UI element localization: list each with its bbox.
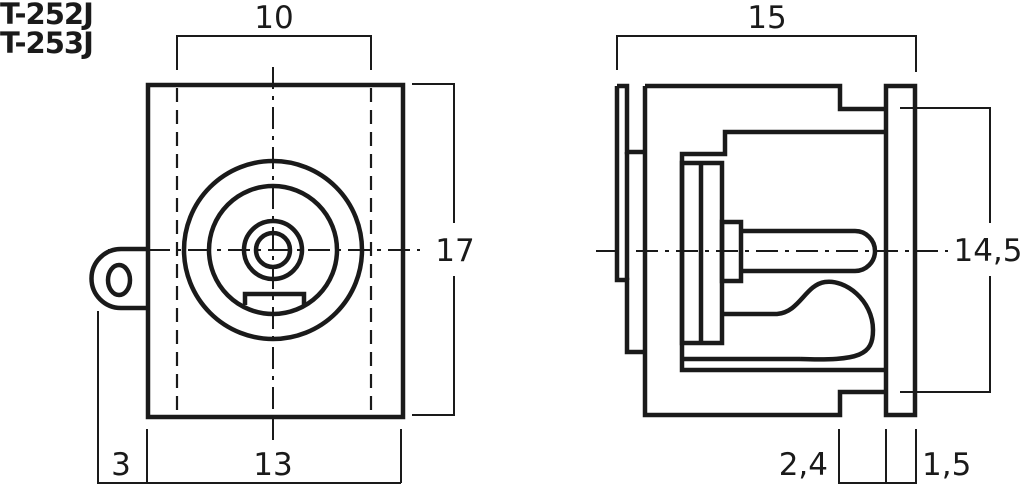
model-label-2: T-253J — [0, 26, 94, 60]
dim-label-top-width: 10 — [254, 0, 293, 36]
dim-line-height-lower — [412, 276, 455, 416]
dim-label-flange-height: 14,5 — [953, 233, 1022, 269]
front-view: 10 17 13 3 — [89, 0, 475, 484]
dim-line-flange-lower — [900, 276, 991, 393]
key-notch — [242, 291, 307, 305]
model-labels: T-252J T-253J — [0, 0, 94, 60]
dim-label-height: 17 — [435, 233, 474, 269]
dim-label-total-length: 15 — [747, 0, 786, 36]
dim-label-bottom-width: 13 — [253, 447, 292, 483]
dim-line-height-upper — [412, 83, 455, 223]
dim-label-flange-thickness: 1,5 — [922, 447, 971, 483]
housing-bottom-edge — [642, 86, 886, 418]
mounting-hole — [105, 262, 133, 298]
dim-line-flange-upper — [900, 107, 991, 223]
dim-line-bottom — [97, 311, 401, 484]
center-pin — [741, 228, 878, 274]
housing-top-edge — [645, 83, 886, 112]
dim-label-tab-width: 3 — [111, 447, 131, 483]
dim-label-step-depth: 2,4 — [779, 447, 828, 483]
dim-line-top-width — [176, 35, 372, 70]
dim-line-bottom-right — [838, 429, 917, 484]
front-plate-bottom — [614, 86, 645, 355]
inner-cavity — [679, 129, 886, 373]
side-view: 15 14,5 2,4 1,5 — [596, 0, 1023, 484]
front-plate-top — [617, 83, 645, 155]
mounting-tab — [89, 246, 148, 311]
model-label-1: T-252J — [0, 0, 94, 31]
spring-contact — [722, 279, 876, 362]
dim-line-total-length — [616, 35, 917, 72]
